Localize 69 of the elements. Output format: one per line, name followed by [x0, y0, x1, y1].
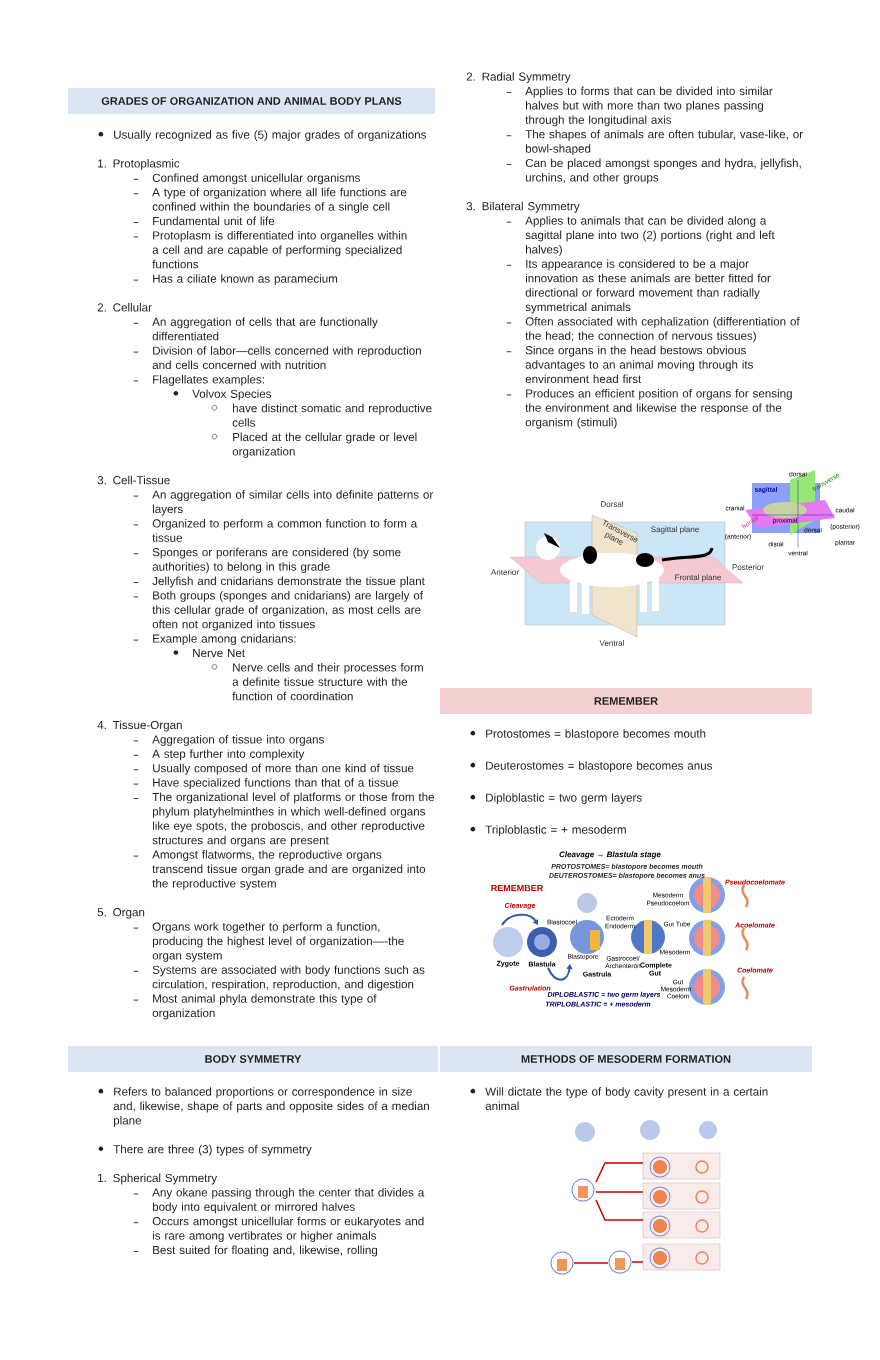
section-header-band: METHODS OF MESODERM FORMATION: [440, 1046, 812, 1072]
numbered-heading: 2. Radial Symmetry: [466, 72, 571, 84]
list-item: Nerve cells and their processes form a definite tissue structure with the function of coordination: [232, 663, 423, 701]
list-item: Best suited for floating and, likewise, rolling: [153, 1245, 378, 1257]
list-item: Both groups (sponges and cnidarians) are largely of this cellular grade of organization, as most cells are often not organized into tissues: [152, 591, 423, 631]
list-item: Amongst flatworms, the reproductive organs transcend tissue organ grade and are organized into the reproductive system: [152, 850, 426, 890]
list-item: Sponges or poriferans are considered (by some authorities) to belong in this grade: [152, 547, 401, 573]
list-item: A step further into complexity: [152, 749, 305, 761]
figure-label: Dorsal: [601, 501, 623, 507]
numbered-heading: 2. Cellular: [97, 303, 152, 312]
list-item: Applies to forms that can be divided into similar halves but with more than two planes passing through the longitudinal axis: [525, 86, 773, 127]
section-header-band: BODY SYMMETRY: [68, 1046, 438, 1072]
list-item: Its appearance is considered to be a major innovation as these animals are better fitted for directional or forward movement than radially symmetrical animals: [525, 259, 771, 314]
list-item: Fundamental unit of life: [153, 216, 275, 226]
list-item: Occurs amongst unicellular forms or eukaryotes and is rare among vertibrates or higher animals: [152, 1216, 424, 1243]
list-item: An aggregation of cells that are functionally differentiated: [152, 317, 378, 341]
numbered-heading: 1. Spherical Symmetry: [98, 1173, 218, 1185]
list-item: Volvox Species: [192, 389, 272, 401]
figure-label: Anterior: [491, 569, 519, 575]
figure-label: Cleavage → Blastula stage: [559, 851, 661, 859]
node-label: METHODS OF MESODERM FORMATION: [521, 1055, 731, 1063]
numbered-heading: 3. Cell-Tissue: [97, 475, 170, 485]
list-item: Division of labor—cells concerned with reproduction and cells concerned with nutrition: [152, 346, 421, 370]
figure-label: Ventral: [599, 640, 624, 646]
list-item: Will dictate the type of body cavity present in a certain animal: [485, 1087, 768, 1111]
list-item: Protoplasm is differentiated into organelles within a cell and are capable of performing specialized functions: [152, 231, 407, 269]
list-item: Placed at the cellular grade or level organization: [232, 432, 417, 458]
list-item: Has a ciliate known as paramecium: [153, 274, 338, 286]
list-item: Usually recognized as five (5) major grades of organizations: [114, 130, 427, 142]
list-item: Diploblastic = two germ layers: [486, 793, 642, 805]
list-item: Nerve Net: [193, 649, 245, 658]
numbered-heading: 1. Protoplasmic: [98, 159, 180, 170]
list-item: Jellyfish and cnidarians demonstrate the tissue plant: [152, 576, 425, 588]
list-item: Protostomes = blastopore becomes mouth: [486, 729, 706, 741]
list-item: Flagellates examples:: [153, 375, 264, 386]
list-item: The shapes of animals are often tubular, vase-like, or bowl-shaped: [525, 129, 803, 156]
list-item: Applies to animals that can be divided along a sagittal plane into two (2) portions (right and left halves): [525, 216, 775, 256]
list-item: The organizational level of platforms or those from the phylum platyhelminthes in which well-defined organs like eye spots, the proboscis, and other reproductive structures and organs are present: [152, 792, 435, 847]
list-item: There are three (3) types of symmetry: [113, 1144, 312, 1156]
section-header-band: REMEMBER: [440, 688, 812, 714]
list-item: Often associated with cephalization (differentiation of the head; the connection of nervous tissues): [525, 317, 800, 343]
list-item: Have specialized functions than that of a tissue: [153, 778, 398, 789]
figure-label: Posterior: [732, 564, 764, 570]
list-item: Deuterostomes = blastopore becomes anus: [486, 761, 713, 773]
list-item: Can be placed amongst sponges and hydra, jellyfish, urchins, and other groups: [525, 158, 801, 184]
list-item: Systems are associated with body functions such as circulation, respiration, reproduction, and digestion: [152, 965, 425, 991]
list-item: Triploblastic = + mesoderm: [485, 825, 626, 837]
list-item: Most animal phyla demonstrate this type of organization: [152, 994, 377, 1020]
figure-label: REMEMBER: [491, 884, 544, 892]
list-item: A type of organization where all life functions are confined within the boundaries of a single cell: [152, 187, 407, 214]
list-item: Confined amongst unicellular organisms: [152, 173, 360, 185]
list-item: have distinct somatic and reproductive cells: [232, 403, 432, 427]
list-item: Produces an efficient position of organs for sensing the environment and likewise the response of the organism (stimuli): [525, 389, 792, 429]
list-item: An aggregation of similar cells into definite patterns or layers: [152, 490, 434, 516]
list-item: Since organs in the head bestows obvious advantages to an animal moving through its environment head first: [525, 345, 753, 384]
list-item: Example among cnidarians:: [153, 634, 296, 645]
list-item: Aggregation of tissue into organs: [152, 735, 324, 746]
numbered-heading: 5. Organ: [97, 908, 145, 919]
numbered-heading: 3. Bilateral Symmetry: [466, 201, 580, 213]
list-item: Organized to perform a common function to form a tissue: [152, 519, 418, 542]
figure-label: Frontal plane: [675, 574, 721, 582]
section-header-band: GRADES OF ORGANIZATION AND ANIMAL BODY PLANS: [68, 88, 435, 114]
list-item: Any okane passing through the center that divides a body into equivalent or mirrored halves: [152, 1188, 425, 1214]
node-label: BODY SYMMETRY: [205, 1055, 302, 1063]
list-item: Usually composed of more than one kind of tissue: [153, 763, 414, 775]
numbered-heading: 4. Tissue-Organ: [97, 720, 182, 732]
list-item: Refers to balanced proportions or correspondence in size and, likewise, shape of parts and opposite sides of a median plane: [113, 1087, 429, 1127]
list-item: Organs work together to perform a function, producing the highest level of organization—-the organ system: [152, 922, 404, 962]
figure-label: Sagittal plane: [651, 526, 699, 534]
